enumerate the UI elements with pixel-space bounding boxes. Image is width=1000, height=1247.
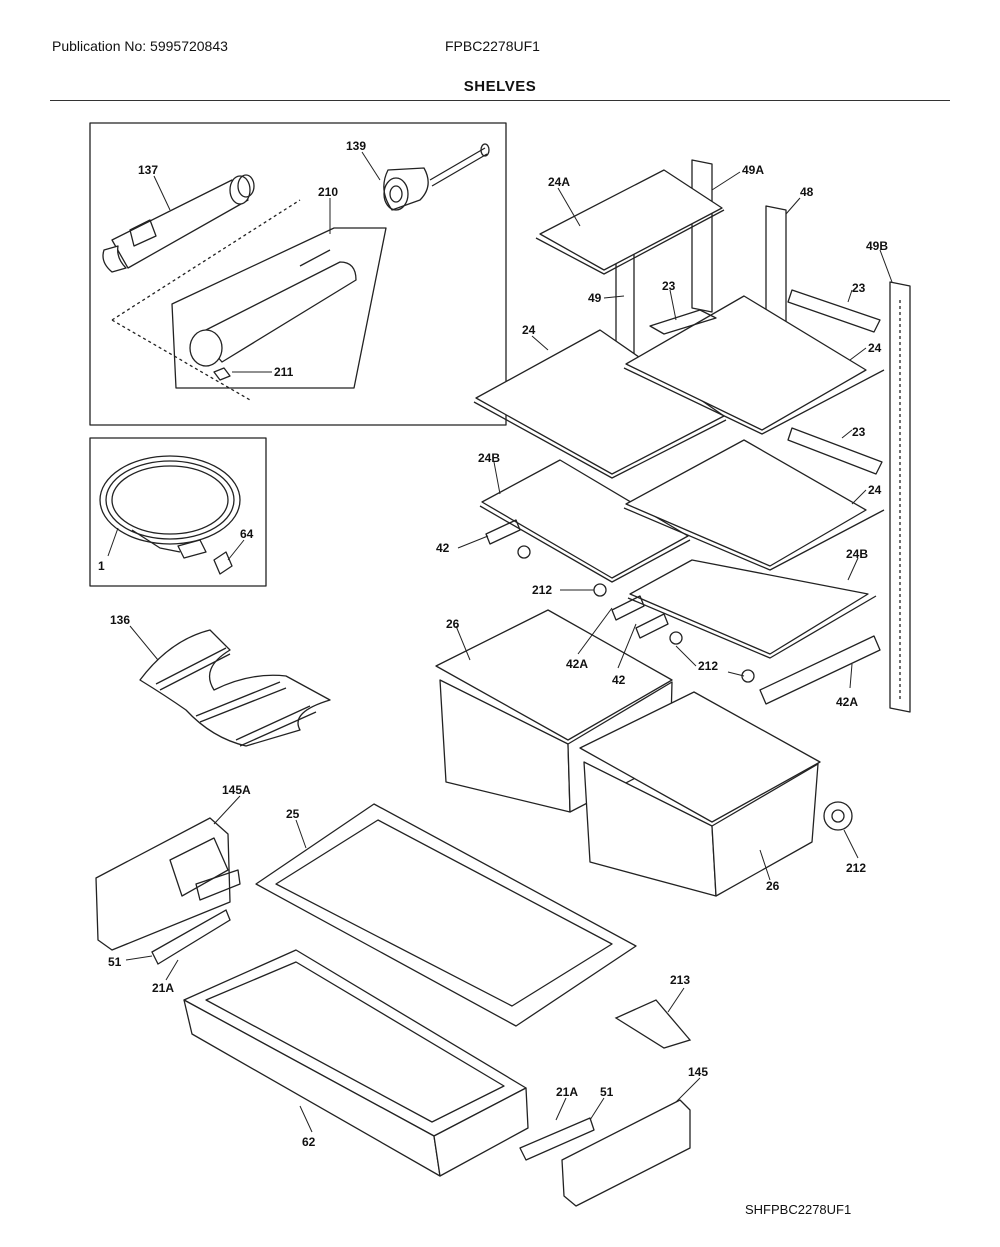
drawer-62 xyxy=(183,949,529,1177)
shelf-24-right-mid xyxy=(625,439,867,567)
rail-51-left xyxy=(151,909,231,965)
fitting-64 xyxy=(213,551,233,575)
label-145: 145 xyxy=(688,1065,708,1079)
shelf-24-right-top xyxy=(625,295,867,431)
label-64: 64 xyxy=(240,527,254,541)
roller-212-a xyxy=(517,545,531,559)
label-21A-a: 21A xyxy=(152,981,174,995)
tubing-inset xyxy=(89,437,267,587)
crisper-26-left xyxy=(435,609,673,741)
rail-49B xyxy=(889,281,911,713)
crisper-26-right xyxy=(579,691,821,823)
housing-145 xyxy=(519,1099,691,1207)
rail-51-right xyxy=(519,1117,595,1161)
label-23-a: 23 xyxy=(662,279,676,293)
label-139: 139 xyxy=(346,139,366,153)
label-211: 211 xyxy=(274,365,294,379)
label-48: 48 xyxy=(800,185,814,199)
model-number: FPBC2278UF1 xyxy=(445,38,540,54)
bracket-42A-right xyxy=(759,635,881,705)
label-42A-b: 42A xyxy=(836,695,858,709)
trim-23-b xyxy=(787,289,881,333)
label-51-b: 51 xyxy=(600,1085,614,1099)
water-tubing-1 xyxy=(99,455,241,545)
bracket-42A-left xyxy=(611,595,645,621)
label-42-a: 42 xyxy=(436,541,450,555)
label-23-c: 23 xyxy=(852,425,866,439)
shelf-24A xyxy=(539,169,723,271)
label-136: 136 xyxy=(110,613,130,627)
clip-211 xyxy=(213,367,231,381)
filter-head-139 xyxy=(383,143,490,211)
filter-cartridge-137 xyxy=(102,174,255,273)
filter-housing-210 xyxy=(171,227,387,389)
publication-number: Publication No: 5995720843 xyxy=(52,38,228,54)
label-49B: 49B xyxy=(866,239,888,253)
label-21A-b: 21A xyxy=(556,1085,578,1099)
label-51-a: 51 xyxy=(108,955,122,969)
brackets-and-rollers xyxy=(485,519,881,831)
label-24A: 24A xyxy=(548,175,570,189)
label-212-b: 212 xyxy=(698,659,718,673)
shelves xyxy=(473,169,885,659)
shelf-frame-25 xyxy=(255,803,637,1027)
label-137: 137 xyxy=(138,163,158,177)
shelf-24B-right xyxy=(629,559,869,655)
label-42A-a: 42A xyxy=(566,657,588,671)
bracket-213 xyxy=(614,999,692,1049)
label-212-c: 212 xyxy=(846,861,866,875)
bracket-42-right xyxy=(635,613,669,639)
label-213: 213 xyxy=(670,973,690,987)
rail-49A xyxy=(691,159,713,313)
label-24B-a: 24B xyxy=(478,451,500,465)
part-labels: 137 139 210 211 1 64 136 24A 49A 48 49B … xyxy=(98,139,888,1149)
label-24-b: 24 xyxy=(868,341,882,355)
trim-23-c xyxy=(787,427,883,475)
label-24-c: 24 xyxy=(868,483,882,497)
label-210: 210 xyxy=(318,185,338,199)
shelf-24B-left xyxy=(481,459,689,579)
label-145A: 145A xyxy=(222,783,251,797)
label-49A: 49A xyxy=(742,163,764,177)
label-1: 1 xyxy=(98,559,105,573)
spill-guard-136 xyxy=(139,629,331,747)
label-49: 49 xyxy=(588,291,602,305)
label-24B-b: 24B xyxy=(846,547,868,561)
water-filter-inset xyxy=(89,122,507,426)
label-62: 62 xyxy=(302,1135,316,1149)
roller-212-b xyxy=(593,583,607,597)
header-divider xyxy=(50,100,950,101)
label-23-b: 23 xyxy=(852,281,866,295)
label-42-b: 42 xyxy=(612,673,626,687)
label-24-a: 24 xyxy=(522,323,536,337)
bracket-42-left xyxy=(485,519,521,545)
roller-212-c xyxy=(823,801,853,831)
label-212-a: 212 xyxy=(532,583,552,597)
crisper-drawers xyxy=(435,609,821,897)
trim-23-a xyxy=(649,309,717,335)
label-26-b: 26 xyxy=(766,879,780,893)
housing-145A xyxy=(95,817,241,951)
leader-lines xyxy=(107,151,893,1133)
label-26-a: 26 xyxy=(446,617,460,631)
section-title: SHELVES xyxy=(463,78,537,95)
diagram-code: SHFPBC2278UF1 xyxy=(745,1202,852,1217)
label-25: 25 xyxy=(286,807,300,821)
